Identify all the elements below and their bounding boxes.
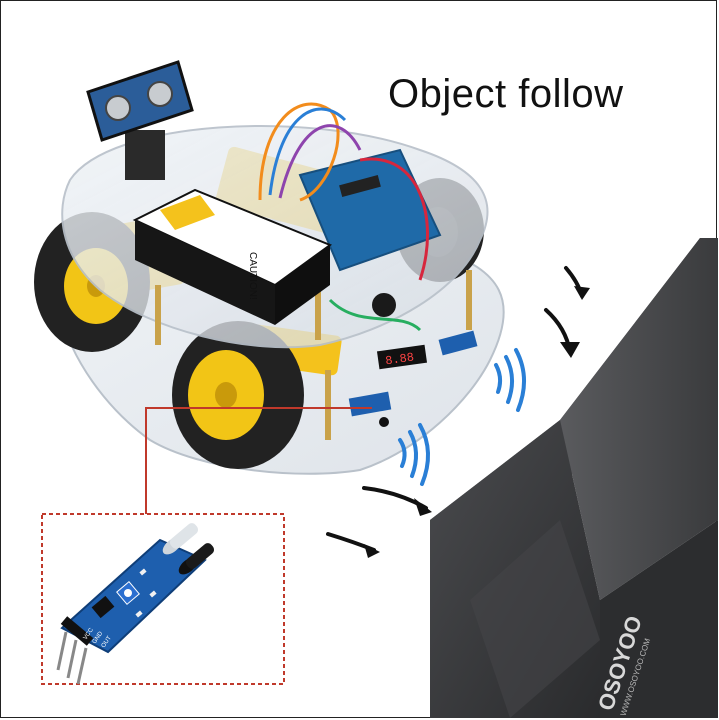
smd-component — [135, 610, 143, 618]
arrow-heads — [364, 286, 590, 558]
smd-component — [139, 568, 147, 576]
smd-component — [149, 590, 157, 598]
ir-sensor-module: VCC GND OUT — [56, 523, 215, 685]
potentiometer-knob — [124, 589, 132, 597]
wire-bundle — [268, 107, 347, 196]
ultrasonic-sensor — [86, 60, 194, 180]
battery-box: CAUTION! — [132, 188, 333, 325]
chip — [339, 175, 381, 197]
standoff — [155, 285, 161, 345]
wire-bundle — [278, 124, 362, 199]
ir-sensor-right — [438, 330, 478, 356]
box-side-face — [600, 520, 718, 718]
voltmeter — [376, 344, 428, 370]
pin-header — [60, 616, 94, 646]
standoff — [315, 290, 321, 340]
header-pins — [56, 631, 88, 685]
ir-emitter — [162, 523, 199, 555]
callout-leader-line — [145, 407, 372, 518]
box-right-face — [560, 238, 718, 600]
signal-waves-lower — [398, 423, 430, 486]
signal-waves-upper — [494, 348, 527, 412]
svg-text:CAUTION!: CAUTION! — [247, 252, 258, 300]
wheel-front-left — [172, 321, 304, 469]
ir-sensor-left — [348, 391, 392, 417]
comparator-chip — [91, 595, 115, 619]
ir-receiver — [178, 543, 215, 575]
standoff — [325, 370, 331, 440]
box-pattern — [470, 520, 600, 718]
wire-bundle — [328, 298, 422, 332]
robot-car: CAUTION! 8.88 — [34, 60, 505, 475]
object-box: OSOYOO WWW.OSOYOO.COM — [430, 238, 718, 718]
buzzer — [372, 293, 396, 317]
ir-led — [379, 417, 389, 427]
page-title: Object follow — [388, 72, 624, 116]
wire-bundle — [359, 157, 429, 281]
standoff — [466, 270, 472, 330]
voltmeter-digits: 8.88 — [384, 350, 414, 368]
